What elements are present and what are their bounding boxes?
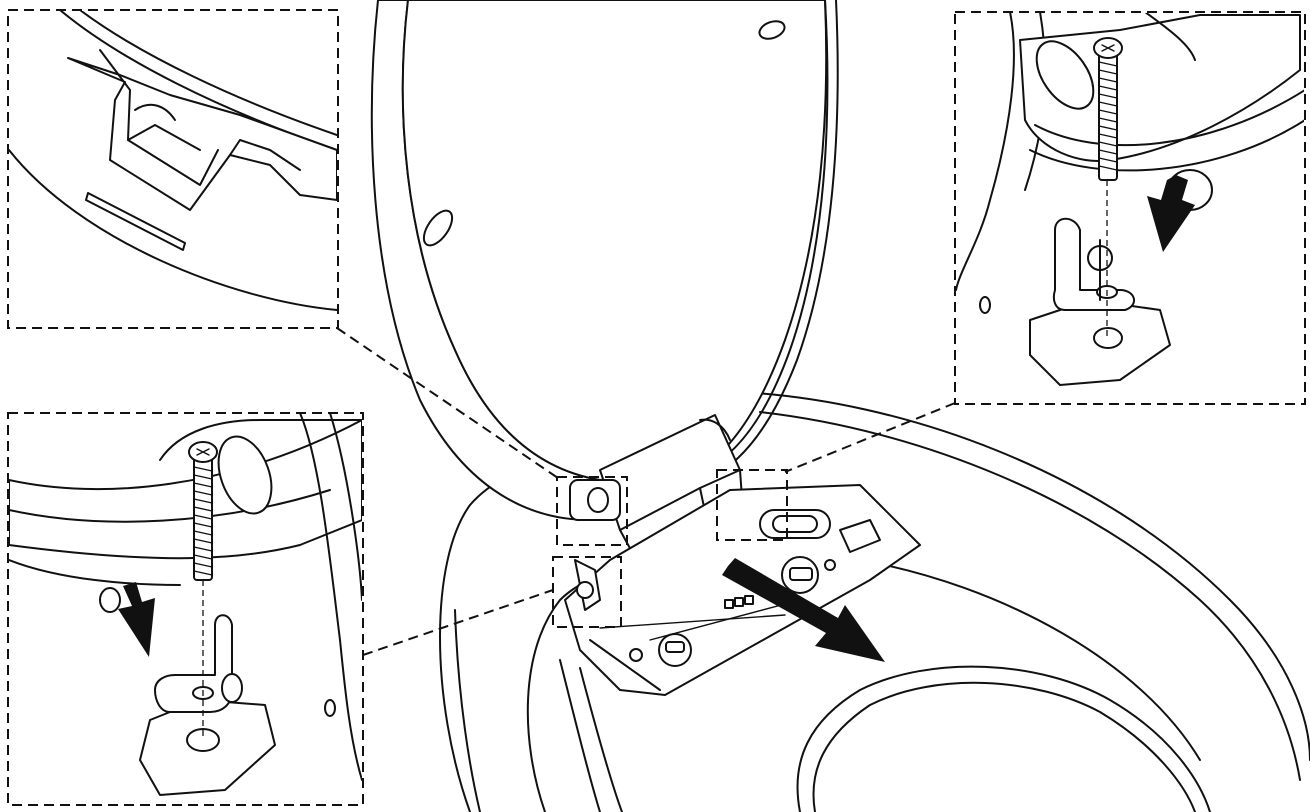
left-bolt-arrow <box>118 582 155 657</box>
left-hinge-focus-box <box>556 476 628 546</box>
left-bolt-focus-box <box>552 556 622 628</box>
toilet-lid <box>370 0 839 521</box>
callout-top-left <box>7 9 339 329</box>
right-bolt-arrow <box>1147 175 1195 252</box>
toilet-body <box>439 391 1310 812</box>
leader-top-right <box>784 402 956 473</box>
base-plate <box>564 484 921 696</box>
cover-removal-arrow <box>722 558 885 662</box>
leader-bottom-left <box>362 589 554 656</box>
leader-top-left <box>336 327 559 479</box>
right-hinge-focus-box <box>716 469 788 541</box>
callout-bottom-left <box>7 412 364 806</box>
callout-top-right <box>954 11 1306 405</box>
